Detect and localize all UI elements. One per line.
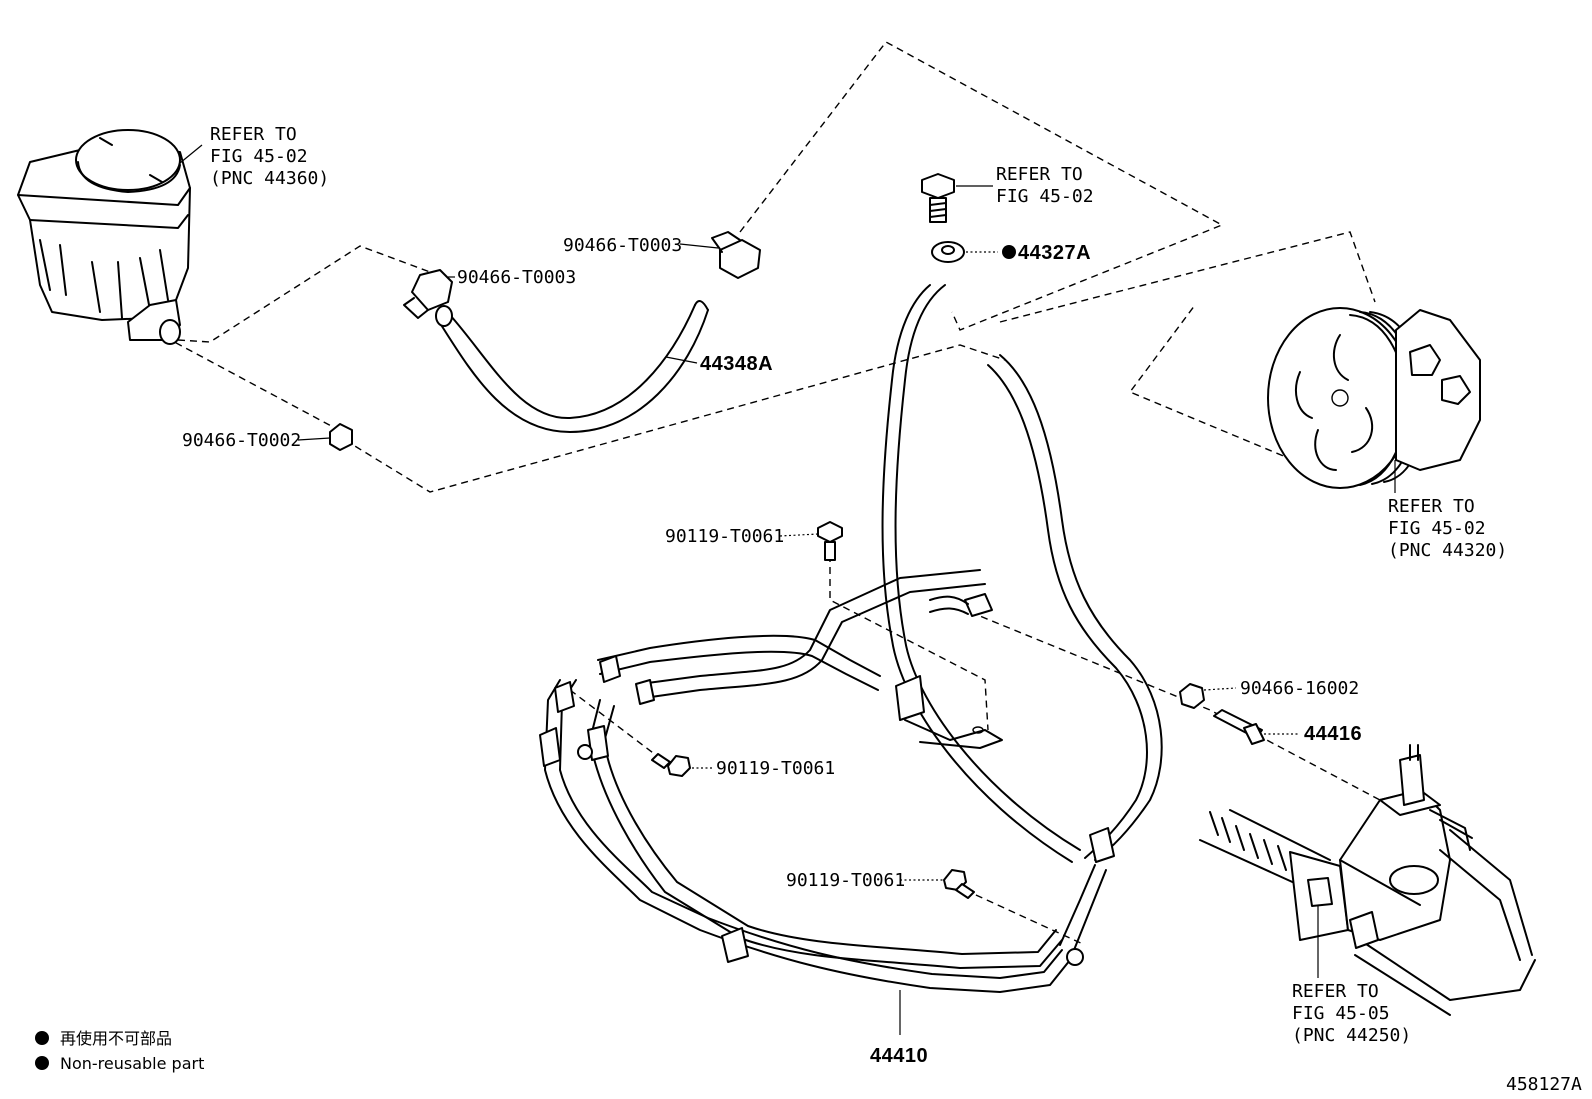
figure-id: 458127A xyxy=(1506,1074,1582,1095)
svg-text:REFER TO: REFER TO xyxy=(996,164,1083,185)
svg-text:(PNC 44250): (PNC 44250) xyxy=(1292,1025,1411,1046)
legend-dot-icon xyxy=(35,1031,49,1045)
part-number-bolt-a: 90119-T0061 xyxy=(665,526,784,547)
union-bolt-icon xyxy=(921,173,955,223)
bolt-icon-1 xyxy=(817,521,843,561)
clamp-icon xyxy=(329,231,761,451)
svg-text:FIG 45-02: FIG 45-02 xyxy=(1388,518,1486,539)
legend: 再使用不可部品 Non-reusable part xyxy=(35,1029,204,1073)
part-number-clamp-b: 90466-T0003 xyxy=(457,267,576,288)
ref-label-bolt-top: REFER TO FIG 45-02 xyxy=(996,164,1094,207)
legend-text-jp: 再使用不可部品 xyxy=(60,1029,172,1048)
part-number-clamp-c: 90466-T0002 xyxy=(182,430,301,451)
svg-text:REFER TO: REFER TO xyxy=(1388,496,1475,517)
dashed-callout-lines xyxy=(164,41,1381,946)
union-fitting-icon xyxy=(1213,709,1265,745)
part-number-hose: 44348A xyxy=(700,353,773,375)
part-number-bolt-b: 90119-T0061 xyxy=(716,758,835,779)
return-hose xyxy=(435,300,709,433)
svg-text:REFER TO: REFER TO xyxy=(1292,981,1379,1002)
legend-dot-icon xyxy=(35,1056,49,1070)
svg-text:(PNC 44360): (PNC 44360) xyxy=(210,168,329,189)
part-number-tube-assembly: 44410 xyxy=(870,1045,928,1067)
part-number-clamp-d: 90466-16002 xyxy=(1240,678,1359,699)
part-number-gasket: 44327A xyxy=(1018,242,1091,264)
gasket-label: 44327A xyxy=(1002,242,1091,264)
power-steering-pump xyxy=(1267,307,1481,489)
svg-text:REFER TO: REFER TO xyxy=(210,124,297,145)
part-number-bolt-c: 90119-T0061 xyxy=(786,870,905,891)
ref-label-pump: REFER TO FIG 45-02 (PNC 44320) xyxy=(1388,496,1507,561)
pressure-tube-assembly xyxy=(539,284,1163,993)
steering-rack xyxy=(1199,744,1536,1016)
svg-text:FIG 45-02: FIG 45-02 xyxy=(210,146,308,167)
svg-text:FIG 45-02: FIG 45-02 xyxy=(996,186,1094,207)
bolt-icon-2 xyxy=(651,753,691,777)
svg-text:(PNC 44320): (PNC 44320) xyxy=(1388,540,1507,561)
ref-label-rack: REFER TO FIG 45-05 (PNC 44250) xyxy=(1292,981,1411,1046)
non-reusable-dot-icon xyxy=(1002,245,1016,259)
legend-text-en: Non-reusable part xyxy=(60,1054,204,1073)
svg-text:FIG 45-05: FIG 45-05 xyxy=(1292,1003,1390,1024)
part-number-clamp-a: 90466-T0003 xyxy=(563,235,682,256)
ref-label-reservoir: REFER TO FIG 45-02 (PNC 44360) xyxy=(210,124,329,189)
gasket-icon xyxy=(931,241,965,263)
clamp-icon-small xyxy=(1179,683,1205,709)
reservoir-tank xyxy=(17,129,191,345)
leader-lines xyxy=(179,144,1396,1035)
part-number-union: 44416 xyxy=(1304,723,1362,745)
bolt-icon-3 xyxy=(943,869,975,899)
